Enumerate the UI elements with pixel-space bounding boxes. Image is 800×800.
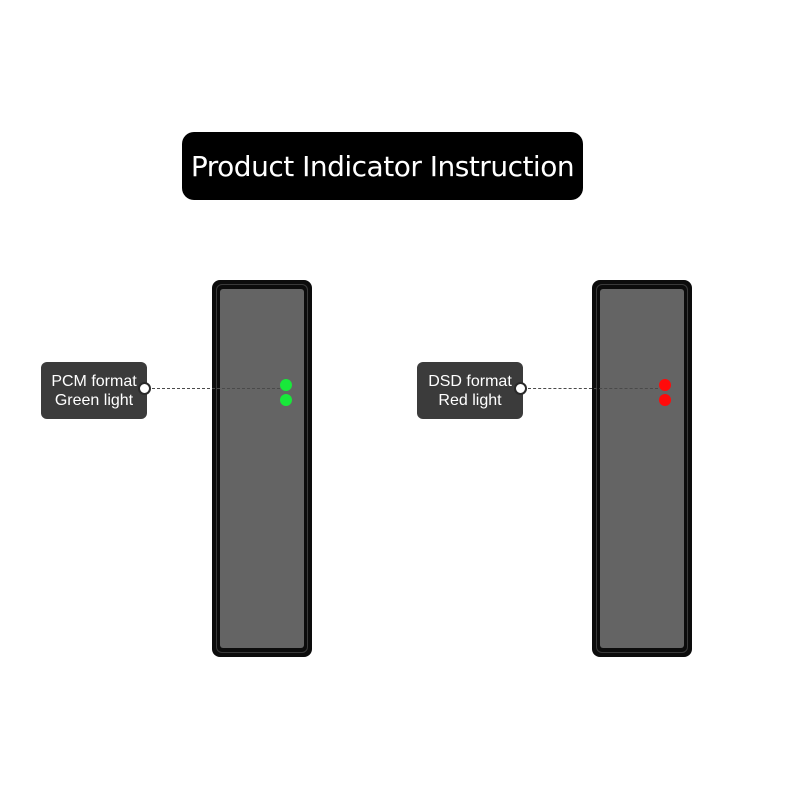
pcm-callout: PCM format Green light <box>41 362 147 419</box>
dsd-connector-dot <box>514 382 527 395</box>
green-led-indicator-top <box>280 379 292 391</box>
device-dsd <box>592 280 692 657</box>
green-led-indicator-bottom <box>280 394 292 406</box>
device-screen <box>600 289 684 648</box>
dsd-callout-light: Red light <box>438 391 502 409</box>
pcm-callout-light: Green light <box>54 391 134 409</box>
page-title: Product Indicator Instruction <box>182 132 583 200</box>
pcm-connector-line <box>152 388 280 389</box>
dsd-callout-format: DSD format <box>428 372 512 390</box>
pcm-connector-dot <box>138 382 151 395</box>
dsd-callout: DSD format Red light <box>417 362 523 419</box>
red-led-indicator-top <box>659 379 671 391</box>
red-led-indicator-bottom <box>659 394 671 406</box>
device-screen <box>220 289 304 648</box>
pcm-callout-format: PCM format <box>51 372 137 390</box>
device-pcm <box>212 280 312 657</box>
dsd-connector-line <box>528 388 658 389</box>
